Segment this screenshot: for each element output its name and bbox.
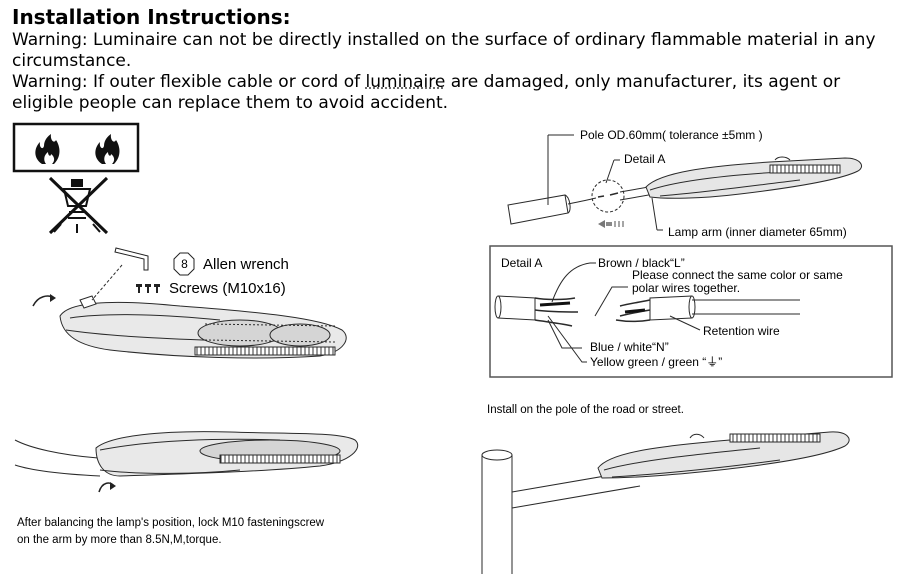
yellow-green-wire-label: Yellow green / green “⏚” (590, 355, 723, 369)
allen-wrench-icon (114, 247, 149, 271)
balance-caption-line1: After balancing the lamp's position, loc… (17, 517, 325, 529)
pole-label: Pole OD.60mm( tolerance ±5mm ) (580, 128, 763, 142)
page-title: Installation Instructions: (12, 5, 291, 29)
connect-note-line1: Please connect the same color or same (632, 268, 843, 282)
allen-wrench-label: Allen wrench (203, 256, 289, 273)
lamp-open-diagram (59, 264, 347, 359)
pole-install-caption: Install on the pole of the road or stree… (487, 404, 684, 416)
wiring-detail (494, 262, 800, 363)
warning-cable-part3: are damaged, only manufacturer, its agen… (12, 72, 841, 113)
detail-a-label: Detail A (624, 152, 666, 166)
warning-flammable: Warning: Luminaire can not be directly i… (12, 30, 876, 71)
screws-label: Screws (M10x16) (169, 280, 286, 297)
allen-size-number: 8 (181, 257, 188, 271)
allen-size-badge (173, 252, 195, 276)
warning-cable-part1: Warning: If outer flexible cable or cord… (12, 72, 366, 92)
screw-icon (136, 284, 160, 293)
no-flammable-surface-icon (12, 122, 140, 235)
brown-wire-label: Brown / black“L” (598, 256, 685, 270)
warning-cable-part2: luminaire (365, 72, 446, 92)
lamp-arm-label: Lamp arm (inner diameter 65mm) (668, 225, 847, 239)
pull-arrow-icon (598, 220, 624, 228)
pole-install-diagram (481, 431, 850, 574)
pole-arm-diagram (507, 134, 862, 231)
retention-wire-label: Retention wire (703, 324, 780, 338)
detail-box-title: Detail A (501, 256, 543, 270)
lamp-balanced-diagram (14, 431, 359, 477)
balance-caption-line2: on the arm by more than 8.5N,M,torque. (17, 534, 222, 546)
connect-note-line2: polar wires together. (632, 281, 741, 295)
warning-cable: Warning: If outer flexible cable or cord… (12, 72, 892, 113)
blue-wire-label: Blue / white“N” (590, 340, 669, 354)
flame-icon (35, 134, 60, 164)
flame-icon (95, 134, 120, 164)
